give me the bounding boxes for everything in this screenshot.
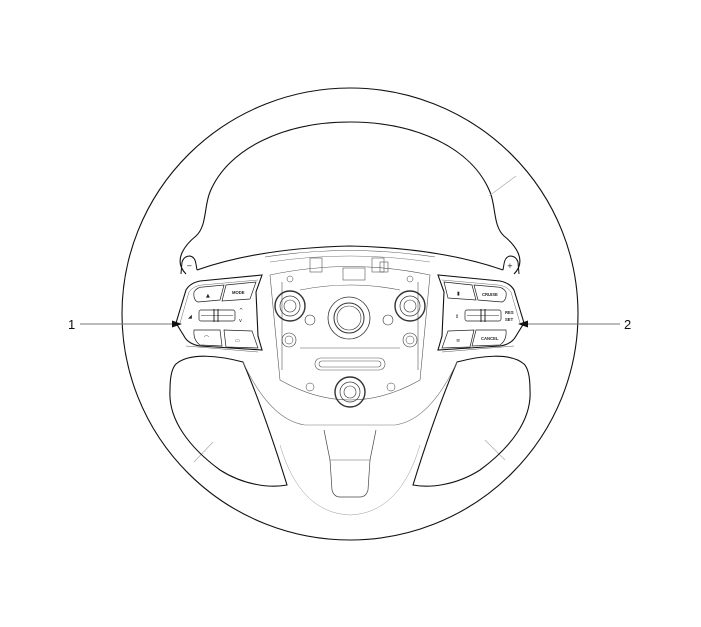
mode-button[interactable]: MODE	[221, 281, 257, 302]
callout-1-label: 1	[68, 317, 76, 332]
lower-spoke-outline	[242, 361, 458, 426]
cancel-label: CANCEL	[481, 336, 499, 341]
rim-outer	[121, 87, 579, 541]
callout-2-leader	[518, 320, 620, 328]
paddle-minus-symbol: −	[187, 262, 193, 270]
cruise-wheel[interactable]: ⇕ RES SET	[455, 309, 514, 322]
callout-1-leader	[80, 320, 182, 328]
paddle-plus-symbol: +	[507, 262, 513, 270]
call-icon: ⌒	[204, 336, 209, 342]
distance-button[interactable]: ≡	[441, 329, 475, 349]
lower-spoke-insert	[323, 429, 377, 498]
rim-seam	[488, 175, 517, 197]
left-remote-switch[interactable]: ▲ MODE ◢ ^ v ⌒ ▭	[175, 274, 263, 353]
up-arrow-icon: ^	[239, 308, 243, 314]
end-call-button[interactable]: ▭	[223, 329, 259, 349]
lane-assist-button[interactable]: ▮	[443, 281, 477, 301]
right-paddle: +	[502, 255, 520, 275]
right-remote-switch[interactable]: ▮ CRUISE ⇕ RES SET ≡ CANCEL	[437, 274, 525, 353]
lane-icon: ▮	[457, 291, 460, 297]
mode-label: MODE	[232, 290, 245, 295]
hub-knobs	[274, 275, 426, 408]
voice-button[interactable]: ▲	[193, 284, 225, 303]
lower-right-opening	[412, 355, 531, 487]
hub-center	[269, 257, 431, 401]
call-button[interactable]: ⌒	[193, 329, 223, 347]
mute-icon: ◢	[188, 314, 192, 320]
rim-inner-upper	[179, 121, 521, 275]
lower-left-opening	[169, 355, 288, 487]
distance-icon: ≡	[456, 338, 460, 344]
end-call-icon: ▭	[235, 338, 240, 344]
distance-up-down-icon: ⇕	[455, 314, 459, 320]
cruise-label: CRUISE	[482, 292, 498, 297]
callout-2-label: 2	[624, 317, 632, 332]
voice-icon: ▲	[206, 293, 210, 299]
left-paddle: −	[180, 255, 198, 275]
res-label: RES	[505, 310, 514, 315]
set-label: SET	[505, 317, 514, 322]
volume-wheel[interactable]: ◢ ^ v	[188, 308, 243, 324]
cancel-button[interactable]: CANCEL	[471, 329, 507, 347]
down-arrow-icon: v	[239, 318, 242, 324]
rim-seam	[193, 441, 214, 463]
rim-seam	[484, 439, 506, 461]
upper-spoke-edge	[196, 245, 504, 271]
cruise-button[interactable]: CRUISE	[473, 284, 507, 303]
